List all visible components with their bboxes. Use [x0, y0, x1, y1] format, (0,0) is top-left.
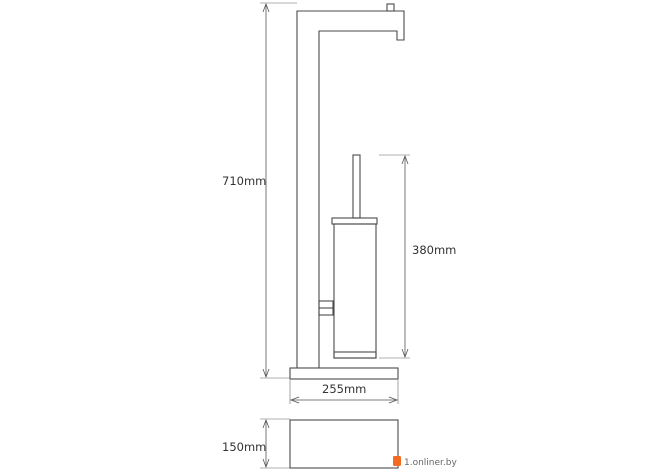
label-brush-height: 380mm — [412, 243, 456, 257]
holder-bottom — [333, 351, 377, 359]
dimension-total-height: 710mm — [222, 2, 297, 379]
arm-cap — [386, 3, 395, 12]
dimension-base-depth: 150mm — [222, 418, 290, 469]
label-height-total: 710mm — [222, 174, 266, 188]
base-plate — [289, 367, 399, 380]
brush-handle — [352, 154, 361, 219]
label-base-depth: 150mm — [222, 440, 266, 454]
watermark-badge — [393, 456, 401, 466]
holder-body — [333, 223, 377, 359]
watermark: 1.onliner.by — [393, 456, 457, 468]
dimension-brush-height: 380mm — [379, 154, 456, 359]
base-top-view — [289, 419, 399, 469]
pole-and-arm-outline — [296, 10, 405, 368]
label-base-width: 255mm — [322, 382, 366, 396]
holder-lid — [331, 217, 378, 225]
stand-front-view — [289, 3, 405, 380]
toilet-brush — [331, 154, 378, 359]
dimension-base-width: 255mm — [289, 380, 399, 404]
watermark-text: 1.onliner.by — [404, 458, 457, 468]
